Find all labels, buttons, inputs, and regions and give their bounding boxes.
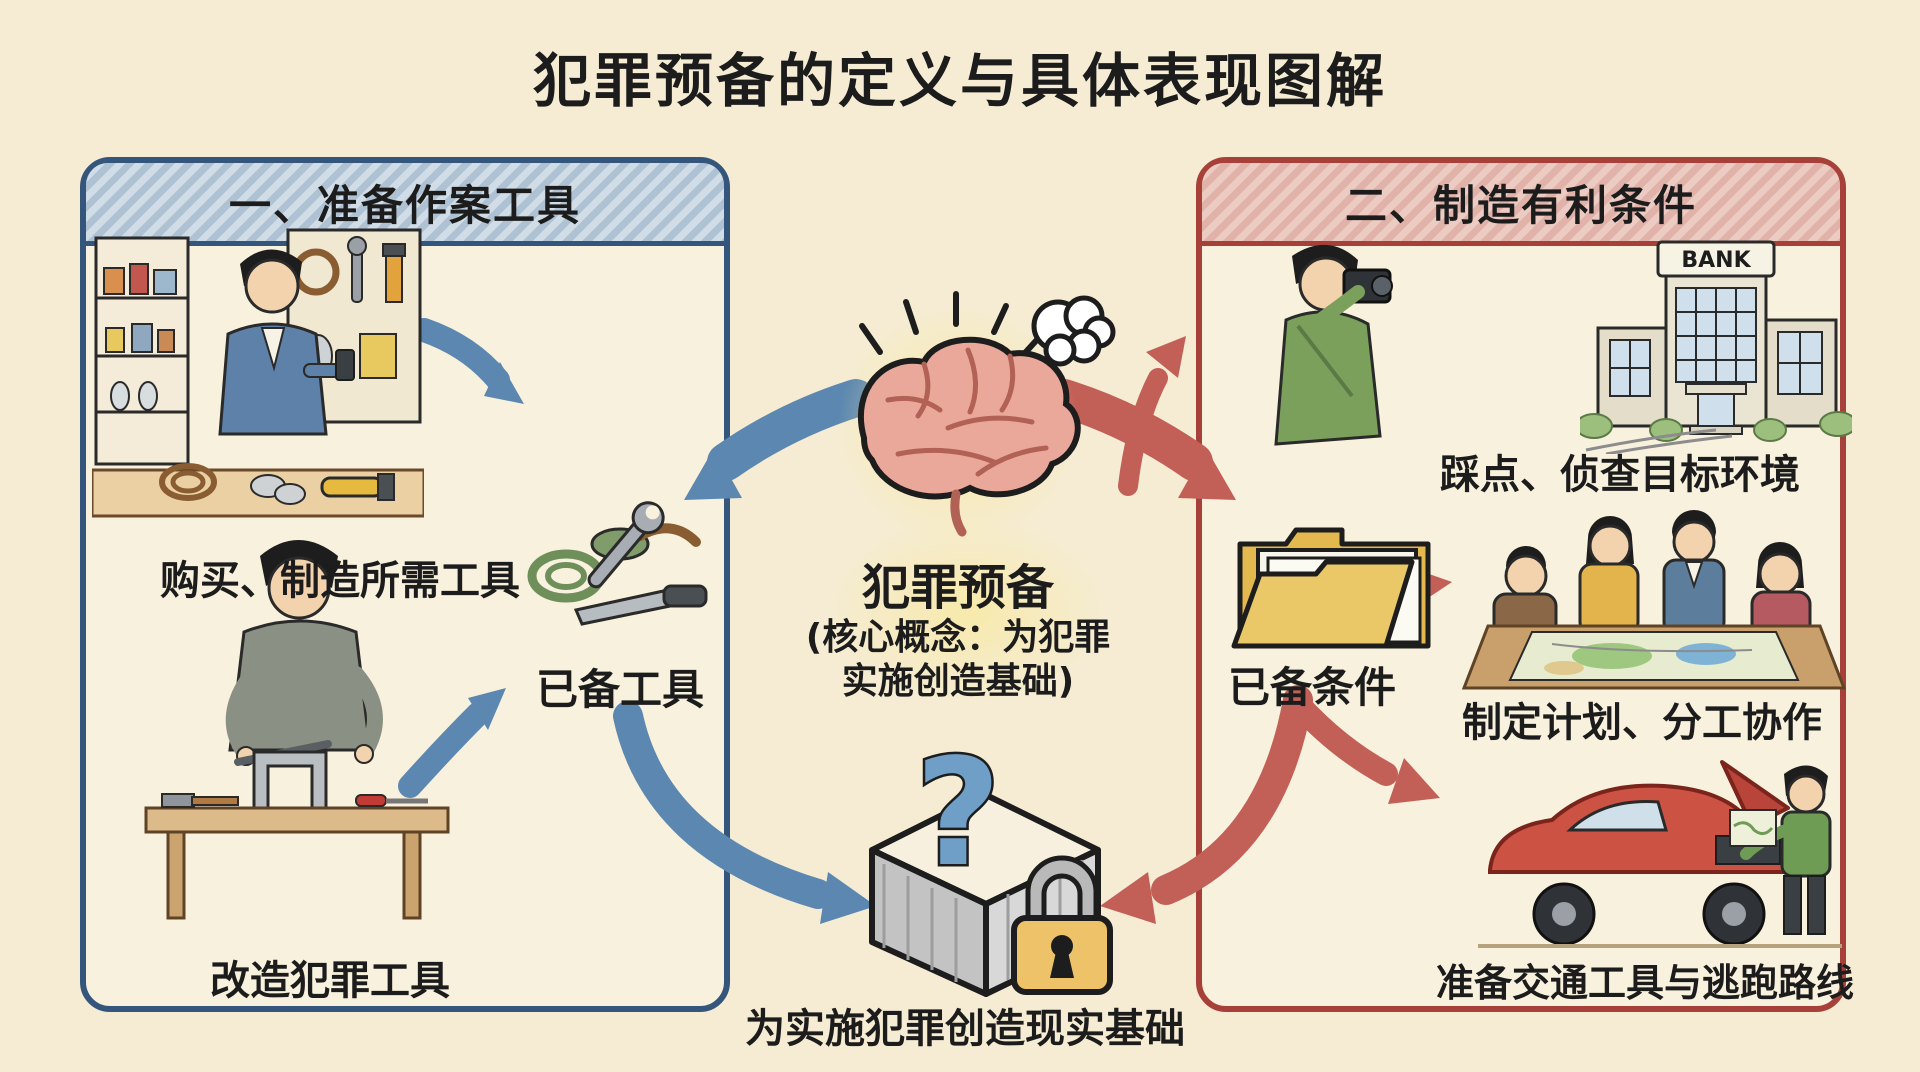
label-concept-note-2: 实施创造基础) [841,661,1075,702]
right-panel-header: 二、制造有利条件 [1202,163,1840,246]
hammer-icon [161,793,195,808]
car-scene-illustration [1478,760,1842,948]
shopper-jacket [218,322,328,436]
tools-pile-icon [527,501,708,626]
bank-illustration: BANK [1580,240,1852,454]
label-modify-tools: 改造犯罪工具 [210,958,450,1004]
box-lock-illustration: ? [869,732,1113,997]
brain-icon [857,336,1081,500]
driver-shirt [1780,810,1832,878]
flashlight-counter-icon [320,476,384,498]
page-title: 犯罪预备的定义与具体表现图解 [532,47,1388,115]
metal-piece-icon [252,750,328,810]
label-concept-title: 犯罪预备 [861,560,1055,616]
brain-stem [950,489,967,537]
label-transport: 准备交通工具与逃跑路线 [1435,961,1855,1005]
workbench-scene-illustration [144,540,450,920]
brain-folds [885,347,1049,477]
road [1585,428,1717,452]
arrow-folder-to-scout-icon [1118,336,1186,496]
flashlight-icon [385,253,403,303]
phone-icon [335,349,355,381]
photographer-jacket [1274,310,1382,446]
label-outcome: 为实施犯罪创造现实基础 [745,1006,1185,1052]
planner1-face [1504,554,1548,598]
thought-bubble-icon [1014,295,1116,398]
shopper-face [244,258,300,314]
label-scout: 踩点、侦查目标环境 [1440,452,1800,498]
brain-illustration [838,291,1116,540]
label-concept-note-1: (核心概念：为犯罪 [805,617,1111,658]
shop-scene-illustration [92,228,424,518]
planner2-face [1588,524,1632,568]
bank-sign-text: BANK [1681,248,1751,273]
driver-face [1786,774,1826,814]
planner4-face [1758,552,1802,596]
planning-table-illustration [1462,510,1846,690]
screwdriver-icon [355,794,387,807]
label-buy-tools: 购买、制造所需工具 [160,558,520,604]
planner2-torso [1578,562,1640,636]
folder-icon [1231,527,1431,649]
left-panel-header: 一、准备作案工具 [86,163,724,246]
folder-front [1231,559,1415,649]
padlock-icon [1011,855,1113,995]
bank-door [1697,393,1735,427]
label-tools-hub: 已备工具 [535,665,705,714]
wrench-icon [351,249,363,303]
workbench-top [144,806,450,834]
rays-icon [859,291,1047,357]
question-mark-icon: ? [915,732,1001,899]
rope-coil-icon [159,463,217,501]
bushes [1580,411,1852,442]
concept-glow [828,515,1108,705]
scout-photographer-illustration [1274,244,1393,446]
worker-face [267,556,331,620]
label-conditions-hub: 已备条件 [1227,663,1397,712]
car-window [1566,800,1668,832]
wrench-pile-icon [587,501,665,589]
planner3-face [1672,520,1716,564]
label-plan: 制定计划、分工协作 [1462,700,1822,746]
